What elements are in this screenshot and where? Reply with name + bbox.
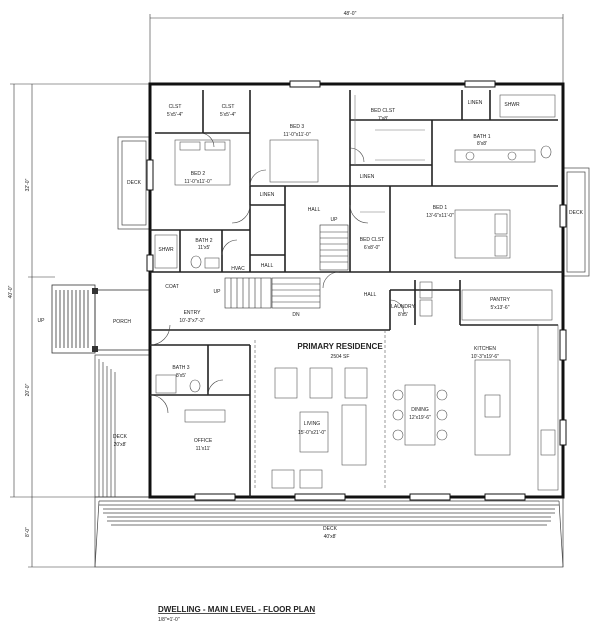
plan-title: DWELLING - MAIN LEVEL - FLOOR PLAN bbox=[158, 605, 315, 614]
side-upper-dimension: 32'-0" bbox=[25, 178, 31, 191]
overall-depth-dimension: 40'-0" bbox=[8, 285, 14, 298]
room-size-clst-2: 5'x5'-4" bbox=[220, 112, 236, 118]
office-furniture bbox=[184, 409, 226, 423]
room-name-office: OFFICE bbox=[194, 438, 213, 444]
room-name-linen-low: LINEN bbox=[260, 192, 275, 198]
kitchen-fixtures bbox=[419, 281, 559, 491]
room-size-clst-1: 5'x5'-4" bbox=[167, 112, 183, 118]
room-size-deck-side: 20'x8' bbox=[114, 442, 127, 448]
room-name-bath-2: BATH 2 bbox=[195, 238, 212, 244]
room-name-bed-clst-2: BED CLST bbox=[360, 237, 384, 243]
bathroom-fixtures bbox=[154, 94, 556, 394]
bed-furniture bbox=[174, 139, 511, 259]
room-size-entry: 10'-3"x7'-3" bbox=[179, 318, 204, 324]
room-name-linen-top: LINEN bbox=[468, 100, 483, 106]
room-name-linen-mid: LINEN bbox=[360, 174, 375, 180]
door-swings bbox=[149, 132, 405, 414]
top-right-deck bbox=[562, 167, 590, 277]
interior-walls bbox=[150, 90, 563, 497]
rear-deck bbox=[94, 496, 564, 568]
room-size-bed-clst: 7'x8' bbox=[378, 116, 388, 122]
porch-post bbox=[92, 288, 98, 294]
room-size-bed-clst-2: 6'x8'-0" bbox=[364, 245, 380, 251]
closet-shelves bbox=[354, 95, 425, 213]
interior-stair bbox=[224, 224, 349, 309]
room-size-bath-2: 11'x5' bbox=[198, 245, 210, 251]
windows bbox=[146, 80, 567, 501]
room-size-kitchen: 10'-3"x19'-6" bbox=[471, 354, 499, 360]
plan-scale: 1/8"=1'-0" bbox=[158, 617, 180, 623]
room-name-deck-left-top: DECK bbox=[127, 180, 142, 186]
room-name-hall-mid: HALL bbox=[261, 263, 274, 269]
room-size-bed-1: 13'-6"x11'-0" bbox=[426, 213, 454, 219]
room-name-bath-3: BATH 3 bbox=[172, 365, 189, 371]
room-name-bath-1: BATH 1 bbox=[473, 134, 490, 140]
room-name-hall-top: HALL bbox=[308, 207, 321, 213]
room-size-pantry: 5'x13'-6" bbox=[491, 305, 510, 311]
room-size-bed-3: 11'-0"x11'-0" bbox=[283, 132, 310, 138]
room-size-bed-2: 11'-0"x11'-0" bbox=[184, 179, 211, 185]
overall-width-dimension: 48'-0" bbox=[344, 11, 357, 17]
deck-depth-dimension: 8'-0" bbox=[25, 527, 31, 537]
building-area: 2504 SF bbox=[331, 354, 350, 360]
coat-closet-label: COAT bbox=[165, 284, 179, 290]
room-name-pantry: PANTRY bbox=[490, 297, 510, 303]
building-name: PRIMARY RESIDENCE bbox=[297, 342, 383, 351]
room-name-deck-rear: DECK bbox=[323, 526, 338, 532]
stair-up-label-porch: UP bbox=[38, 318, 46, 324]
side-lower-dimension: 20'-0" bbox=[25, 383, 31, 396]
living-furniture bbox=[271, 367, 368, 489]
stair-up-label-entry: UP bbox=[214, 289, 222, 295]
room-name-shwr: SHWR bbox=[158, 247, 174, 253]
exterior-wall bbox=[148, 82, 565, 499]
porch-post bbox=[92, 346, 98, 352]
dining-furniture bbox=[392, 384, 448, 446]
room-name-living: LIVING bbox=[304, 421, 321, 427]
room-name-bed-clst: BED CLST bbox=[371, 108, 395, 114]
room-name-kitchen: KITCHEN bbox=[474, 346, 496, 352]
room-size-living: 15'-0"x21'-0" bbox=[298, 430, 326, 436]
room-name-dining: DINING bbox=[411, 407, 429, 413]
dimension-lines bbox=[10, 14, 564, 568]
room-name-shwr-top: SHWR bbox=[504, 102, 520, 108]
room-name-bed-2: BED 2 bbox=[191, 171, 206, 177]
room-name-porch: PORCH bbox=[113, 319, 131, 325]
room-size-deck-rear: 40'x8' bbox=[324, 534, 337, 540]
hvac-label: HVAC bbox=[231, 266, 245, 272]
room-name-laundry: LAUNDRY bbox=[391, 304, 415, 310]
room-name-clst-1: CLST bbox=[169, 104, 182, 110]
stair-up-label-hall: UP bbox=[331, 217, 339, 223]
porch bbox=[51, 284, 151, 354]
open-plan-divider bbox=[254, 330, 386, 490]
room-name-hall-right: HALL bbox=[364, 292, 377, 298]
room-name-clst-2: CLST bbox=[222, 104, 235, 110]
side-deck bbox=[94, 354, 151, 498]
room-name-bed-1: BED 1 bbox=[433, 205, 448, 211]
room-size-office: 11'x11' bbox=[196, 446, 211, 452]
stair-down-label: DN bbox=[292, 312, 300, 318]
room-size-bath-1: 8'x8' bbox=[477, 141, 487, 147]
room-size-dining: 12'x19'-6" bbox=[409, 415, 431, 421]
room-name-entry: ENTRY bbox=[184, 310, 202, 316]
room-size-laundry: 8'x5' bbox=[398, 312, 408, 318]
room-size-bath-3: 8'x5' bbox=[176, 373, 186, 379]
room-name-deck-right-top: DECK bbox=[569, 210, 584, 216]
room-name-deck-side: DECK bbox=[113, 434, 128, 440]
room-name-bed-3: BED 3 bbox=[290, 124, 305, 130]
